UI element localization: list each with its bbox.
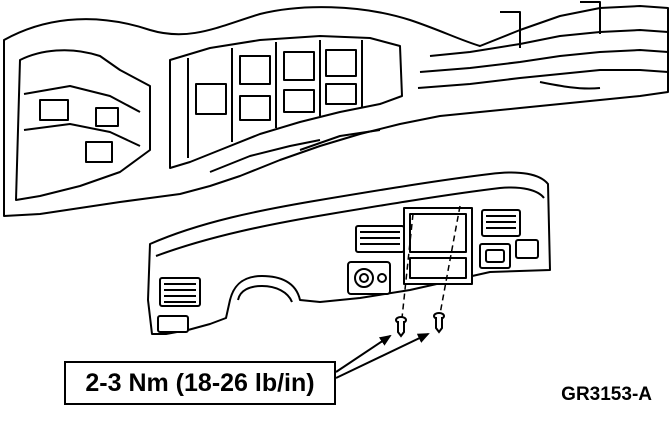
instrument-panel-finish-panel bbox=[147, 171, 551, 335]
dashboard-frame bbox=[3, 1, 669, 217]
callout-leader-arrows bbox=[335, 333, 430, 379]
screw-left bbox=[395, 316, 407, 338]
screw-centerlines bbox=[401, 205, 461, 319]
torque-spec-label: 2-3 Nm (18-26 lb/in) bbox=[85, 368, 315, 397]
torque-callout-box: 2-3 Nm (18-26 lb/in) bbox=[64, 361, 336, 405]
figure-id-label: GR3153-A bbox=[561, 384, 652, 405]
screw-right bbox=[433, 312, 445, 334]
